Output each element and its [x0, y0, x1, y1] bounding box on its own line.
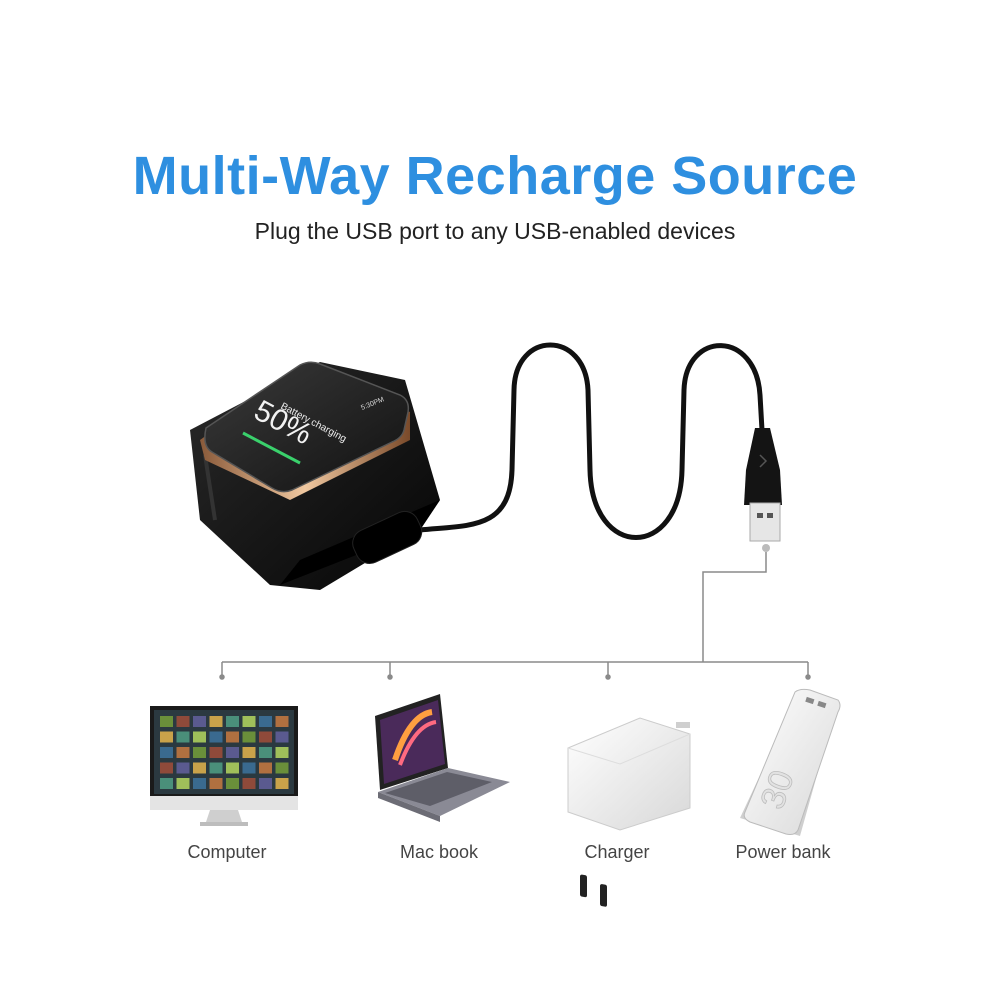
- screen-photo-tile: [259, 731, 272, 743]
- screen-photo-tile: [209, 747, 223, 758]
- screen-photo-tile: [160, 778, 173, 789]
- screen-photo-tile: [209, 778, 223, 789]
- screen-photo-tile: [242, 747, 256, 758]
- connector-lines: [219, 552, 811, 680]
- device-label-charger: Charger: [584, 842, 650, 862]
- screen-photo-tile: [193, 747, 206, 758]
- screen-photo-tile: [226, 778, 239, 789]
- screen-photo-tile: [176, 731, 190, 743]
- usb-plug: [744, 428, 782, 552]
- screen-photo-tile: [242, 716, 256, 727]
- screen-photo-tile: [176, 778, 190, 789]
- screen-photo-tile: [193, 731, 206, 743]
- screen-photo-tile: [259, 778, 272, 789]
- screen-photo-tile: [160, 747, 173, 758]
- screen-photo-tile: [209, 716, 223, 727]
- screen-photo-tile: [259, 716, 272, 727]
- screen-photo-tile: [275, 716, 289, 727]
- screen-photo-tile: [160, 731, 173, 743]
- power-bank-icon: 30: [740, 688, 841, 836]
- screen-photo-tile: [226, 731, 239, 743]
- screen-photo-tile: [176, 716, 190, 727]
- screen-photo-tile: [242, 762, 256, 774]
- screen-photo-tile: [209, 762, 223, 774]
- computer-icon: [150, 706, 298, 826]
- screen-photo-tile: [226, 716, 239, 727]
- screen-photo-tile: [209, 731, 223, 743]
- screen-photo-tile: [193, 762, 206, 774]
- screen-photo-tile: [160, 716, 173, 727]
- screen-photo-tile: [242, 731, 256, 743]
- screen-photo-tile: [193, 778, 206, 789]
- device-label-computer: Computer: [187, 842, 267, 862]
- laptop-icon: [375, 694, 510, 822]
- screen-photo-tile: [275, 747, 289, 758]
- screen-photo-tile: [226, 747, 239, 758]
- screen-photo-tile: [259, 762, 272, 774]
- screen-photo-tile: [176, 747, 190, 758]
- screen-photo-tile: [275, 731, 289, 743]
- screen-photo-tile: [242, 778, 256, 789]
- screen-photo-tile: [275, 762, 289, 774]
- screen-photo-tile: [226, 762, 239, 774]
- screen-photo-tile: [275, 778, 289, 789]
- smartwatch: 5:30PM Battery charging 50%: [200, 361, 410, 500]
- screen-photo-tile: [259, 747, 272, 758]
- headline: Multi-Way Recharge Source: [132, 146, 858, 206]
- device-label-macbook: Mac book: [399, 842, 479, 862]
- screen-photo-tile: [176, 762, 190, 774]
- screen-photo-tile: [160, 762, 173, 774]
- device-label-power-bank: Power bank: [735, 842, 831, 862]
- screen-photo-tile: [193, 716, 206, 727]
- battery-bar: [242, 431, 301, 465]
- wall-charger-icon: [567, 717, 691, 907]
- subheadline: Plug the USB port to any USB-enabled dev…: [254, 218, 736, 244]
- usb-cable: [417, 342, 765, 540]
